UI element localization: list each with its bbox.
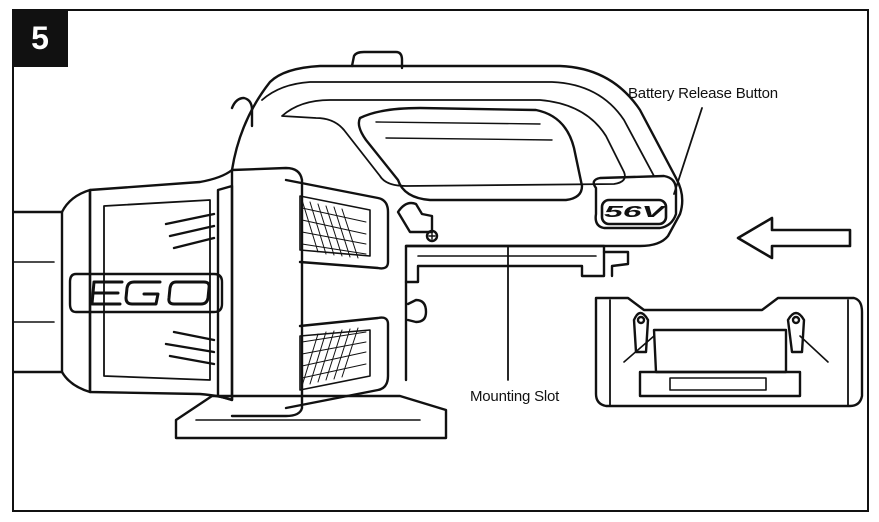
- step-number: 5: [31, 19, 49, 56]
- leader-lines: [507, 107, 703, 381]
- battery-pack: [594, 296, 864, 408]
- ego-logo-plate: [68, 272, 224, 314]
- step-number-badge: 5: [12, 9, 68, 67]
- battery-release-button-label: Battery Release Button: [628, 85, 778, 102]
- battery-release-button[interactable]: [592, 174, 678, 230]
- release-button-leader: [673, 107, 703, 195]
- blower-tube: [12, 188, 92, 394]
- base-foot: [174, 394, 448, 440]
- mounting-slot: [396, 201, 630, 324]
- voltage-badge-text: 56V: [604, 204, 667, 221]
- intake-grille: [216, 166, 390, 418]
- left-arrow-icon: [736, 216, 852, 260]
- motor-housing: [88, 168, 234, 402]
- ego-logo-icon: [90, 280, 211, 306]
- voltage-badge: [600, 198, 668, 226]
- mesh-pattern: [301, 199, 367, 387]
- figure-frame: [12, 9, 869, 512]
- mounting-slot-label: Mounting Slot: [470, 388, 560, 405]
- handle-body: [230, 50, 684, 382]
